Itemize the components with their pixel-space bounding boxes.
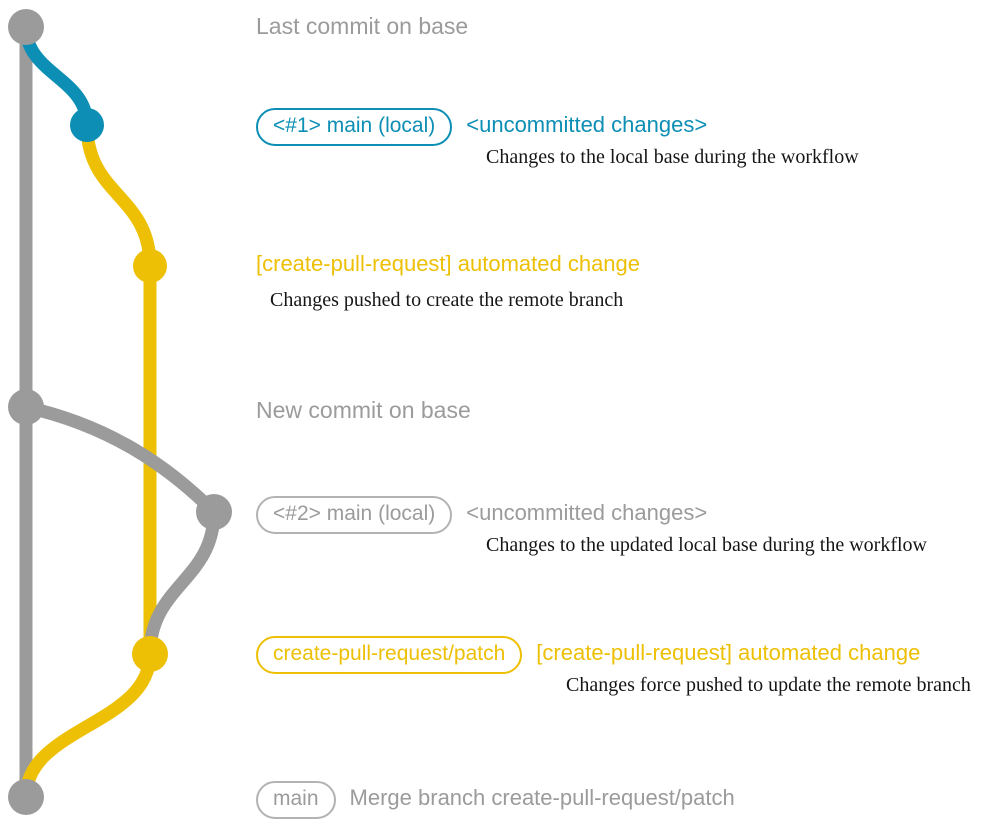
note-local-change-2: Changes to the updated local base during… (486, 534, 927, 556)
local-to-remote-line-2 (143, 505, 221, 661)
commit-node-local-1 (70, 108, 104, 142)
local-branch-line-2 (19, 400, 221, 519)
commit-message-local-1: <uncommitted changes> (466, 112, 708, 137)
commit-node-local-2 (196, 494, 232, 530)
commit-message-merge: Merge branch create-pull-request/patch (349, 785, 735, 810)
merge-line (19, 647, 157, 804)
note-automated-change-1: Changes pushed to create the remote bran… (270, 289, 624, 311)
row-local-change-2: <#2> main (local) <uncommitted changes> (256, 496, 708, 535)
commit-message-automated-1: [create-pull-request] automated change (256, 251, 641, 276)
commit-node-base-last (8, 9, 44, 45)
commit-message-automated-2: [create-pull-request] automated change (536, 640, 921, 665)
note-automated-change-2: Changes force pushed to update the remot… (566, 674, 971, 696)
commit-message-local-2: <uncommitted changes> (466, 500, 708, 525)
row-local-change-1: <#1> main (local) <uncommitted changes> (256, 108, 708, 147)
commit-node-merge (8, 779, 44, 815)
row-automated-change-2: create-pull-request/patch [create-pull-r… (256, 636, 921, 675)
row-automated-change-1: [create-pull-request] automated change (256, 251, 641, 276)
branch-pill-create-pull-request-patch[interactable]: create-pull-request/patch (256, 636, 523, 675)
branch-pill-main[interactable]: main (256, 781, 336, 820)
note-local-change-1: Changes to the local base during the wor… (486, 146, 859, 168)
local-branch-line-1 (19, 20, 94, 132)
heading-new-commit-on-base: New commit on base (256, 397, 471, 423)
commit-node-remote-2 (132, 636, 168, 672)
heading-last-commit-on-base: Last commit on base (256, 13, 469, 39)
commit-node-remote-1 (133, 249, 167, 283)
branch-pill-main-local-2[interactable]: <#2> main (local) (256, 496, 453, 535)
branch-pill-main-local-1[interactable]: <#1> main (local) (256, 108, 453, 147)
remote-branch-line-1 (80, 118, 157, 273)
row-merge: main Merge branch create-pull-request/pa… (256, 781, 735, 820)
commit-node-base-new (8, 389, 44, 425)
